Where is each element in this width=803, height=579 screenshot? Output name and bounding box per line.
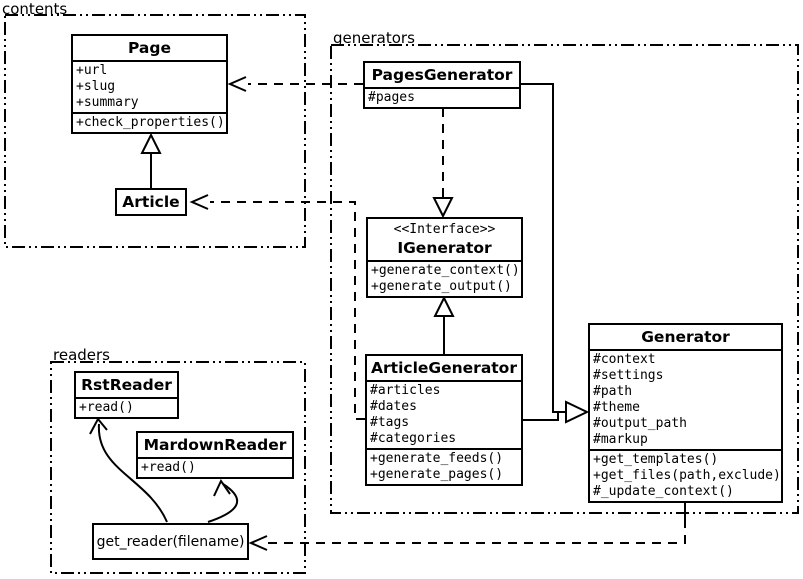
class-box-generator: Generator #context #settings #path #them… [588,323,783,503]
member: #categories [370,431,457,446]
class-box-pagesgenerator: PagesGenerator #pages [363,61,521,109]
contents-package-border [4,14,306,248]
member: #pages [368,90,415,105]
methods-compartment: +read() [138,457,292,477]
member: +generate_feeds() [370,451,504,466]
class-box-igenerator: <<Interface>> IGenerator +generate_conte… [366,217,523,298]
member: +summary [76,95,139,110]
member: #markup [593,432,648,447]
methods-compartment: +check_properties() [73,112,226,132]
class-header: <<Interface>> IGenerator [368,219,521,260]
class-title: MardownReader [143,436,287,454]
articlegenerator-to-generator-line [523,411,565,421]
member: #output_path [593,416,687,431]
member: #tags [370,415,410,430]
member: +read() [79,400,134,415]
generators-package-border [330,44,799,514]
class-title: ArticleGenerator [371,359,517,377]
class-title: Page [127,39,171,57]
getreader-to-rstreader-arrowhead [89,417,108,435]
member: +slug [76,79,116,94]
get-reader-label: get_reader(filename) [96,533,245,550]
class-box-articlegenerator: ArticleGenerator #articles #dates #tags … [365,354,523,486]
class-box-article: Article [115,188,187,216]
stereotype-label: <<Interface>> [393,222,496,237]
get-reader-node: get_reader(filename) [92,523,249,560]
member: +get_files(path,exclude) [593,468,781,483]
attributes-compartment: #articles #dates #tags #categories [367,380,521,448]
member: #path [593,384,633,399]
member: +generate_context() [371,263,520,278]
methods-compartment: +read() [76,397,177,417]
member: +url [76,63,108,78]
getreader-to-rstreader-curve [97,423,168,523]
articlegenerator-to-article-arrowhead [189,194,209,210]
getreader-to-mardownreader-curve [207,483,238,523]
member: #_update_context() [593,484,734,499]
attributes-compartment: #context #settings #path #theme #output_… [590,349,781,449]
readers-package-border [50,361,306,574]
methods-compartment: +get_templates() +get_files(path,exclude… [590,449,781,501]
member: #dates [370,399,417,414]
attributes-compartment: #pages [365,87,519,107]
generators-package-label: generators [333,29,415,47]
member: #context [593,352,656,367]
member: +check_properties() [76,115,225,130]
member: +generate_output() [371,279,512,294]
readers-package-label: readers [53,346,110,364]
pagesgenerator-to-page-arrowhead [227,76,247,92]
to-generator-inheritance-arrow [565,400,590,424]
class-title: Article [122,193,180,211]
member: +generate_pages() [370,467,504,482]
member: +read() [141,460,196,475]
getreader-to-mardownreader-arrowhead [213,478,231,497]
member: #theme [593,400,640,415]
class-box-page: Page +url +slug +summary +check_properti… [71,34,228,134]
article-to-page-inheritance-arrow [140,132,162,154]
class-title: RstReader [81,376,172,394]
methods-compartment: +generate_context() +generate_output() [368,260,521,296]
class-box-mardownreader: MardownReader +read() [136,431,294,479]
generator-to-getreader-dashed-line [268,519,686,544]
attributes-compartment: +url +slug +summary [73,60,226,112]
class-title: PagesGenerator [371,66,513,84]
articlegenerator-to-article-dashed-line [210,201,365,420]
generator-to-getreader-arrowhead [248,535,268,551]
pagesgenerator-to-generator-line [521,83,565,413]
pagesgenerator-to-igenerator-realization-arrow [432,197,454,219]
class-title: Generator [641,328,730,346]
class-box-rstreader: RstReader +read() [74,371,179,419]
member: +get_templates() [593,452,719,467]
class-title: IGenerator [397,239,492,257]
articlegenerator-to-igenerator-inheritance-arrow [433,295,455,317]
member: #articles [370,383,441,398]
member: #settings [593,368,664,383]
contents-package-label: contents [2,0,68,18]
methods-compartment: +generate_feeds() +generate_pages() [367,448,521,484]
